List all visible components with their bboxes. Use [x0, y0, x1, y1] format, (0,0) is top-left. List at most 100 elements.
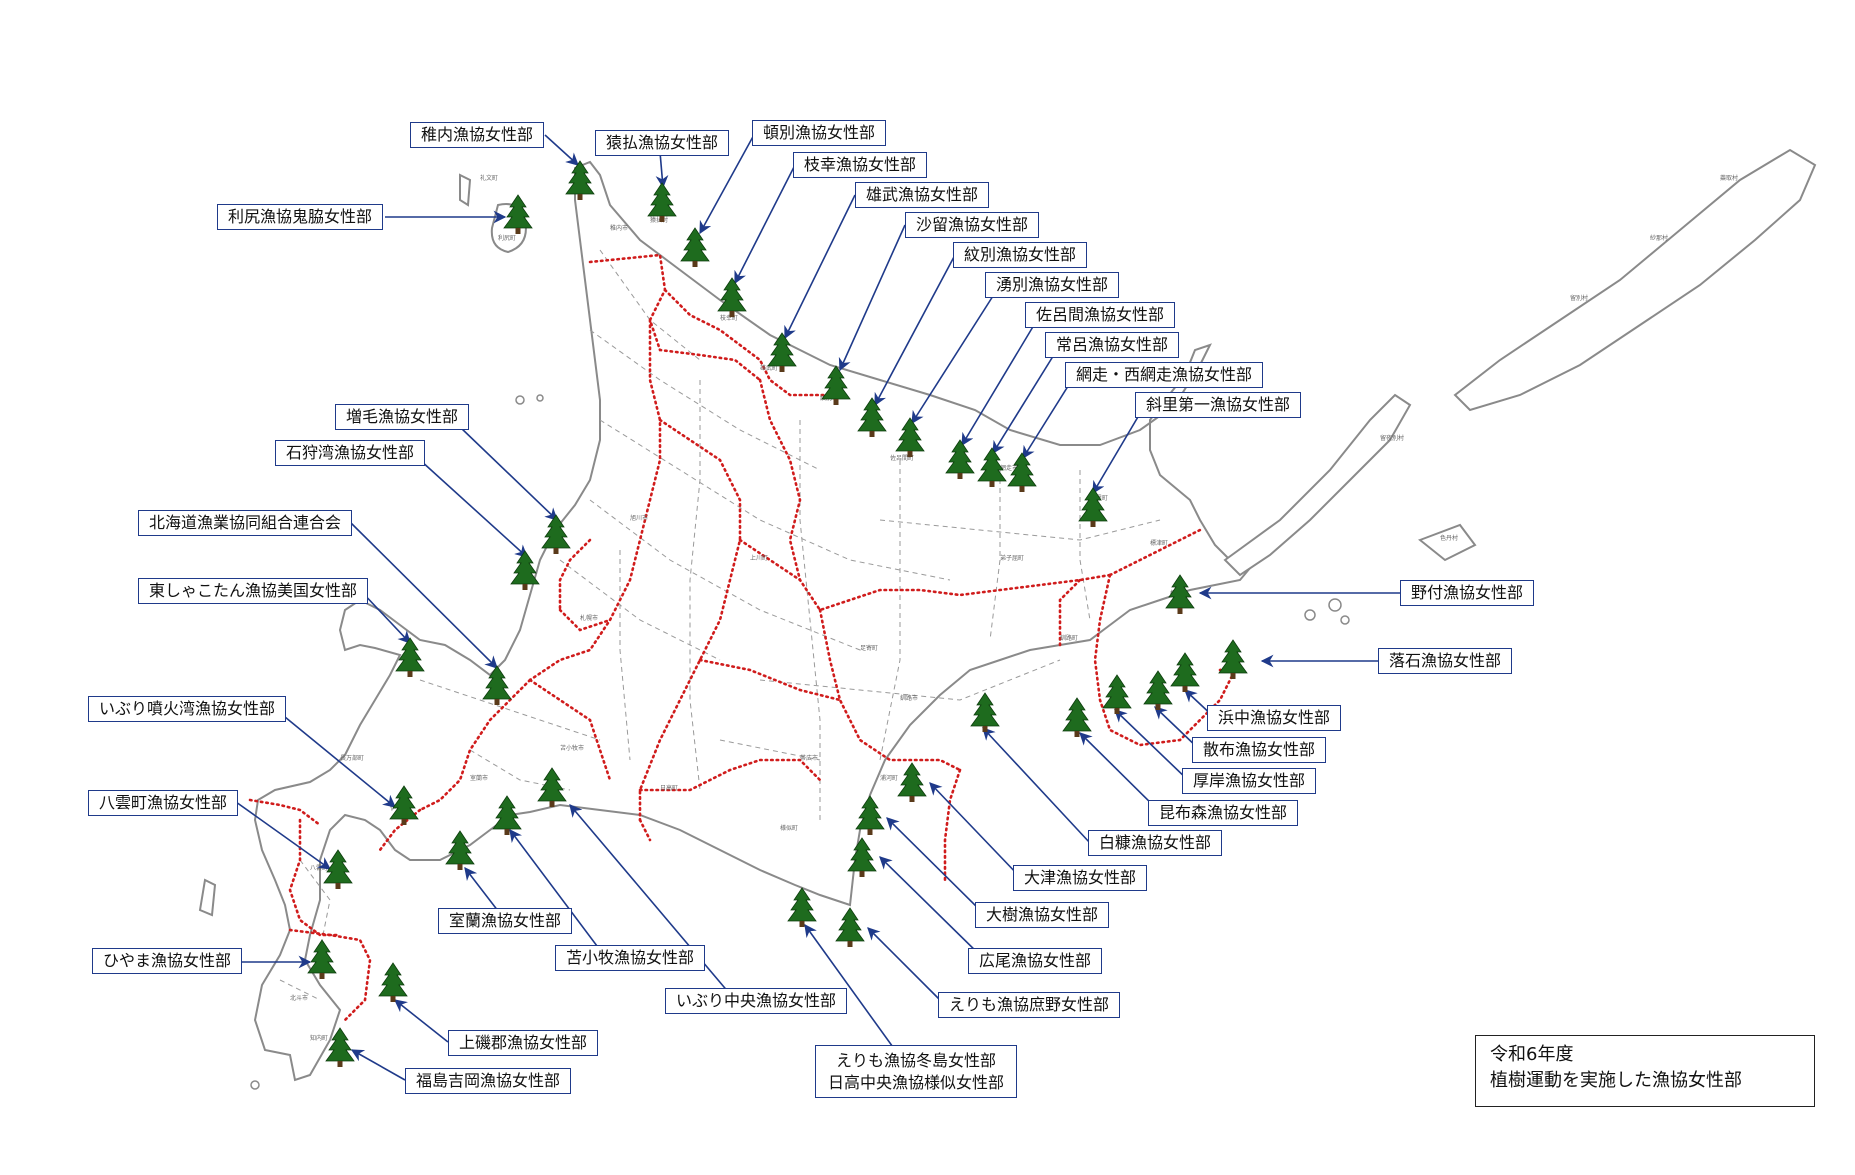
- arrow-oumu: [784, 194, 856, 340]
- municipal-borders: [279, 249, 1161, 1001]
- svg-text:利尻町: 利尻町: [498, 234, 516, 242]
- arrow-abashiri: [1022, 374, 1076, 460]
- svg-text:様似町: 様似町: [780, 824, 798, 832]
- label-sarufutsu: 猿払漁協女性部: [595, 130, 730, 156]
- arrow-esashi: [734, 164, 796, 285]
- svg-text:枝幸町: 枝幸町: [720, 314, 738, 322]
- label-taiki: 大樹漁協女性部: [975, 902, 1110, 928]
- arrow-konbumori: [1079, 732, 1161, 813]
- arrow-yubetsu: [911, 284, 1001, 425]
- legend-title: 植樹運動を実施した漁協女性部: [1490, 1070, 1742, 1092]
- tree-icon: [1170, 652, 1200, 693]
- label-notsuke: 野付漁協女性部: [1400, 580, 1535, 606]
- svg-text:釧路市: 釧路市: [900, 694, 918, 702]
- label-hiyama: ひやま漁協女性部: [92, 948, 243, 974]
- label-saroma: 佐呂間漁協女性部: [1025, 302, 1176, 328]
- label-erimofuyushima: えりも漁協冬島女性部: [836, 1051, 997, 1070]
- svg-text:帯広市: 帯広市: [800, 754, 818, 762]
- label-tokoro: 常呂漁協女性部: [1045, 332, 1180, 358]
- svg-text:釧路町: 釧路町: [1060, 634, 1078, 642]
- tree-icon: [970, 692, 1000, 733]
- label-mashike: 増毛漁協女性部: [335, 404, 470, 430]
- label-sawaki: 沙留漁協女性部: [905, 212, 1040, 238]
- arrow-sarufutsu: [655, 151, 669, 189]
- label-otsu: 大津漁協女性部: [1013, 865, 1148, 891]
- svg-text:日高町: 日高町: [660, 784, 678, 792]
- arrow-shari: [1092, 404, 1146, 495]
- label-rishiri: 利尻漁協鬼脇女性部: [217, 204, 384, 230]
- tree-icon: [323, 849, 353, 890]
- etorofu-island: [1453, 148, 1817, 412]
- label-esashi: 枝幸漁協女性部: [793, 152, 928, 178]
- legend-year: 令和6年度: [1490, 1044, 1574, 1065]
- arrow-sawaki: [838, 224, 906, 372]
- label-higashishakotan: 東しゃこたん漁協美国女性部: [138, 578, 369, 604]
- tree-icon: [680, 227, 710, 268]
- arrow-akkeshi: [1114, 709, 1191, 783]
- label-erimofuyushima-hidakachuo: えりも漁協冬島女性部 日高中央漁協様似女性部: [815, 1045, 1018, 1099]
- label-yubetsu: 湧別漁協女性部: [985, 272, 1120, 298]
- tree-icon: [835, 907, 865, 948]
- label-ishikari: 石狩湾漁協女性部: [275, 440, 426, 466]
- arrow-kamiiso: [393, 999, 449, 1043]
- svg-text:猿払村: 猿払村: [650, 216, 668, 224]
- arrow-erimoshoya: [867, 927, 946, 1006]
- tree-icon: [717, 277, 747, 318]
- svg-text:弟子屈町: 弟子屈町: [1000, 554, 1024, 562]
- label-iburifunka: いぶり噴火湾漁協女性部: [88, 696, 287, 722]
- svg-text:稚内市: 稚内市: [610, 224, 628, 232]
- label-hidakachuo: 日高中央漁協様似女性部: [828, 1072, 1005, 1092]
- arrow-tokoro: [992, 344, 1061, 455]
- label-monbetsu: 紋別漁協女性部: [953, 242, 1088, 268]
- arrow-iburifunka: [284, 716, 396, 808]
- tree-icon: [787, 887, 817, 928]
- arrows: [235, 132, 1405, 1081]
- tree-icon: [378, 962, 408, 1003]
- arrow-monbetsu: [874, 254, 956, 407]
- tree-icon: [1062, 697, 1092, 738]
- arrow-iburichuo: [569, 804, 736, 1001]
- label-konbumori: 昆布森漁協女性部: [1148, 800, 1299, 826]
- svg-text:上川町: 上川町: [750, 554, 768, 562]
- tree-icon: [897, 762, 927, 803]
- svg-text:札幌市: 札幌市: [580, 614, 598, 622]
- tree-icon: [1218, 639, 1248, 680]
- tree-icon: [1102, 674, 1132, 715]
- label-iburichuo: いぶり中央漁協女性部: [665, 988, 848, 1014]
- rebun-island: [459, 173, 472, 207]
- svg-text:網走市: 網走市: [1000, 464, 1018, 472]
- label-hiroo: 広尾漁協女性部: [968, 948, 1103, 974]
- svg-text:長万部町: 長万部町: [340, 754, 364, 762]
- arrow-higashishakotan: [359, 589, 411, 644]
- label-abashiri: 網走・西網走漁協女性部: [1065, 362, 1264, 388]
- arrow-fukushima: [350, 1049, 406, 1081]
- habomai-islet: [1340, 615, 1350, 625]
- arrow-tomakomai: [509, 828, 601, 951]
- arrow-otsu: [929, 782, 1021, 878]
- svg-text:雄武町: 雄武町: [760, 364, 778, 372]
- oshima-islet: [250, 1080, 260, 1090]
- svg-text:旭川市: 旭川市: [630, 514, 648, 522]
- label-oumu: 雄武漁協女性部: [855, 182, 990, 208]
- label-tonbetsu: 頓別漁協女性部: [752, 120, 887, 146]
- label-akkeshi: 厚岸漁協女性部: [1182, 768, 1317, 794]
- svg-text:浦河町: 浦河町: [880, 774, 898, 782]
- legend-box: 令和6年度 植樹運動を実施した漁協女性部: [1475, 1035, 1815, 1107]
- arrow-ishikari: [419, 459, 528, 558]
- label-wakkanai: 稚内漁協女性部: [410, 122, 545, 148]
- tree-icon: [647, 182, 677, 223]
- svg-text:紗那村: 紗那村: [1650, 234, 1668, 242]
- hokkaido-main-island: [253, 160, 1252, 1082]
- label-yakumo: 八雲町漁協女性部: [88, 790, 239, 816]
- svg-text:苫小牧市: 苫小牧市: [560, 744, 584, 752]
- arrow-wakkanai: [544, 134, 579, 166]
- arrow-shiranuka: [982, 727, 1091, 844]
- arrow-saroma: [961, 314, 1041, 447]
- arrow-yakumo: [235, 801, 332, 870]
- habomai-islet: [1304, 609, 1316, 621]
- svg-text:蘂取村: 蘂取村: [1720, 174, 1738, 182]
- arrow-taiki: [886, 817, 986, 916]
- label-shari: 斜里第一漁協女性部: [1135, 392, 1302, 418]
- svg-text:佐呂間町: 佐呂間町: [890, 454, 914, 462]
